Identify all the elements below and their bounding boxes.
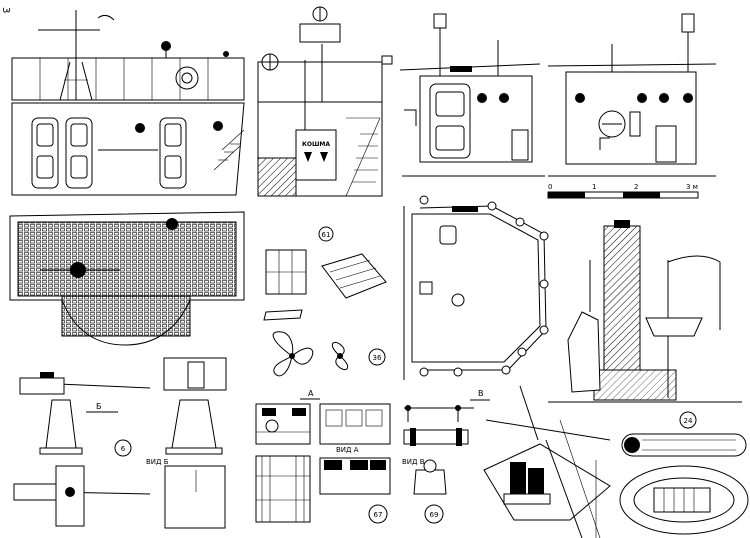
view-label: ВИД Б (146, 458, 169, 466)
mast-icon (38, 10, 115, 101)
figure-label: 24 (684, 417, 693, 425)
view-arrow-label: В (478, 389, 484, 398)
compass-icon (312, 6, 328, 22)
figure-label: 61 (322, 231, 331, 239)
railing-fitting-views: В ВИД В 69 (402, 389, 490, 524)
searchlight-icon (161, 41, 171, 58)
bollard-icon (503, 462, 551, 505)
figure-label: 36 (373, 354, 382, 362)
lifebuoy-icon (175, 66, 199, 90)
fire-bucket-icon (304, 152, 312, 162)
deck-gun-views: Б ВИД Б 6 (13, 357, 227, 529)
hatch-grate-details: 61 (263, 226, 387, 321)
hatch-sign-label: КОШМА (302, 141, 330, 148)
fire-station-board (295, 129, 337, 181)
raft-side-icon (621, 433, 747, 457)
door-icon (31, 117, 59, 189)
propeller-icon (331, 341, 349, 371)
propeller-icon (272, 331, 314, 377)
deck-plan-view (9, 211, 245, 346)
porthole-icon (637, 93, 647, 103)
gun-top-view (13, 465, 151, 527)
view-arrow-label: А (308, 389, 314, 398)
propeller-details: 36 (272, 331, 386, 377)
wheelhouse-side-view (399, 13, 545, 177)
winch-views: А ВИД А 67 (255, 389, 391, 524)
gun-front-view (163, 357, 227, 455)
gun-side-view (19, 372, 151, 455)
porthole-icon (135, 123, 145, 133)
deck-gun-icon (40, 262, 120, 278)
door-icon (159, 117, 187, 189)
porthole-icon (683, 93, 693, 103)
lifeboat-icon (645, 317, 703, 337)
wheelhouse-top-plan (403, 195, 549, 380)
view-arrow-label: Б (96, 402, 102, 411)
scale-bar: 0 1 2 3 м (547, 183, 699, 199)
figure-label: 6 (121, 445, 126, 453)
lifebuoy-icon (598, 110, 626, 138)
stanchion-icon (419, 195, 549, 377)
scale-tick: 3 м (686, 183, 698, 191)
superstructure-side-view (11, 10, 245, 196)
scale-tick: 1 (592, 183, 596, 191)
figure-label: 67 (374, 511, 383, 519)
porthole-icon (575, 93, 585, 103)
bridge-front-view: КОШМА (257, 6, 393, 197)
lamp-icon (223, 51, 229, 57)
bollard-perspective-view (483, 385, 611, 538)
scale-tick: 2 (634, 183, 638, 191)
scale-tick: 0 (548, 183, 552, 191)
figure-label: 69 (430, 511, 439, 519)
wheelhouse-rear-view (547, 13, 717, 177)
porthole-icon (659, 93, 669, 103)
gun-base-plate (164, 465, 226, 529)
porthole-icon (499, 93, 509, 103)
steering-wheel-icon (261, 53, 279, 71)
door-icon (65, 117, 93, 189)
page-number: 3 (0, 7, 11, 13)
life-raft-views (619, 433, 749, 535)
porthole-icon (477, 93, 487, 103)
view-label: ВИД В (402, 458, 425, 466)
fire-bucket-icon (320, 152, 328, 162)
porthole-icon (213, 121, 223, 131)
raft-top-icon (619, 465, 749, 535)
view-label: ВИД А (336, 446, 359, 454)
funnel-davit-view: 24 (548, 220, 742, 429)
